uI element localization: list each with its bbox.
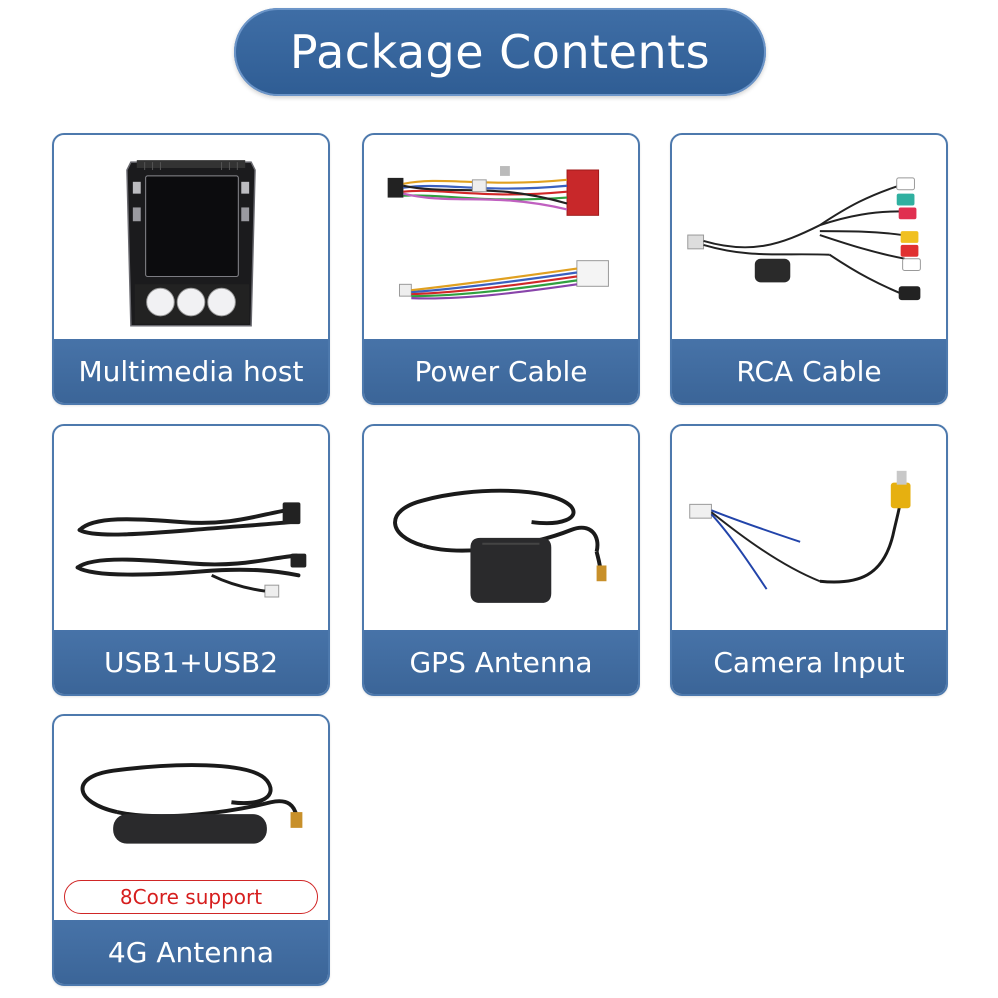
item-label: Camera Input	[672, 630, 946, 694]
item-label: RCA Cable	[672, 339, 946, 403]
item-card-4g-antenna[interactable]: 8Core support 4G Antenna	[52, 714, 330, 986]
item-label: USB1+USB2	[54, 630, 328, 694]
multimedia-head-unit-icon	[126, 160, 256, 327]
4g-antenna-icon	[80, 763, 303, 844]
page-title: Package Contents	[234, 8, 766, 96]
feature-badge: 8Core support	[64, 880, 318, 914]
item-card-power-cable[interactable]: Power Cable	[362, 133, 640, 405]
gps-antenna-icon	[393, 488, 607, 603]
item-label: Multimedia host	[54, 339, 328, 403]
item-card-camera-input[interactable]: Camera Input	[670, 424, 948, 696]
item-card-usb[interactable]: USB1+USB2	[52, 424, 330, 696]
item-label: 4G Antenna	[54, 920, 328, 984]
item-label: Power Cable	[364, 339, 638, 403]
power-cable-harness-icon	[387, 166, 609, 300]
camera-input-cable-icon	[689, 470, 911, 590]
item-card-gps-antenna[interactable]: GPS Antenna	[362, 424, 640, 696]
usb-cable-icon	[75, 502, 307, 598]
item-label: GPS Antenna	[364, 630, 638, 694]
item-card-multimedia-host[interactable]: Multimedia host	[52, 133, 330, 405]
rca-cable-icon	[687, 177, 921, 301]
item-card-rca-cable[interactable]: RCA Cable	[670, 133, 948, 405]
